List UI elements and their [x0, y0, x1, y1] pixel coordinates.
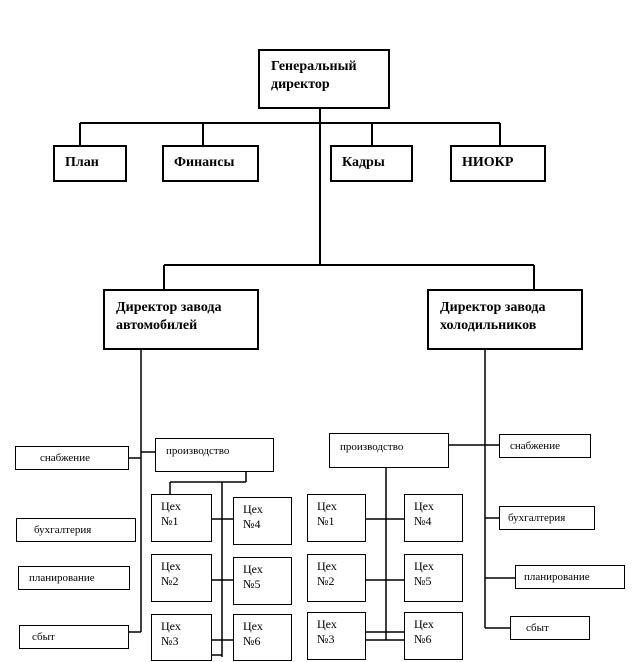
workshop-label: Цех №1 — [317, 499, 337, 528]
right-workshop-4: Цех №4 — [404, 494, 463, 542]
right-workshop-5: Цех №5 — [404, 554, 463, 602]
workshop-label: Цех №4 — [414, 499, 434, 528]
side-unit-label: снабжение — [510, 440, 560, 452]
left-workshop-2: Цех №2 — [151, 554, 212, 602]
right-workshop-6: Цех №6 — [404, 612, 463, 660]
side-unit-label: планирование — [29, 572, 95, 584]
left-workshop-4: Цех №4 — [233, 497, 292, 545]
department-rnd-box: НИОКР — [450, 145, 546, 182]
right-workshop-3: Цех №3 — [307, 612, 366, 660]
left-workshop-6: Цех №6 — [233, 614, 292, 661]
left-sales-box: сбыт — [19, 625, 129, 649]
right-sales-box: сбыт — [510, 616, 590, 640]
fridge-plant-director-label: Директор завода холодильников — [440, 300, 546, 333]
department-label: План — [65, 155, 99, 170]
workshop-label: Цех №6 — [243, 619, 263, 648]
department-finance-box: Финансы — [162, 145, 259, 182]
workshop-label: Цех №5 — [414, 559, 434, 588]
left-planning-box: планирование — [18, 566, 130, 590]
department-label: Финансы — [174, 155, 235, 170]
workshop-label: Цех №4 — [243, 502, 263, 531]
workshop-label: Цех №2 — [161, 559, 181, 588]
fridge-plant-director-box: Директор завода холодильников — [427, 289, 583, 350]
auto-plant-director-box: Директор завода автомобилей — [103, 289, 259, 350]
side-unit-label: бухгалтерия — [508, 512, 566, 524]
production-label: производство — [166, 445, 230, 457]
side-unit-label: бухгалтерия — [34, 524, 92, 536]
workshop-label: Цех №1 — [161, 499, 181, 528]
left-supply-box: снабжение — [15, 446, 129, 470]
left-accounting-box: бухгалтерия — [16, 518, 136, 542]
right-workshop-1: Цех №1 — [307, 494, 366, 542]
department-hr-box: Кадры — [330, 145, 413, 182]
workshop-label: Цех №6 — [414, 617, 434, 646]
department-plan-box: План — [53, 145, 127, 182]
side-unit-label: сбыт — [32, 631, 55, 643]
right-production-box: производство — [329, 433, 449, 468]
side-unit-label: снабжение — [40, 452, 90, 464]
workshop-label: Цех №3 — [317, 617, 337, 646]
left-production-box: производство — [155, 438, 274, 472]
left-workshop-1: Цех №1 — [151, 494, 212, 542]
workshop-label: Цех №3 — [161, 619, 181, 648]
auto-plant-director-label: Директор завода автомобилей — [116, 300, 222, 333]
general-director-box: Генеральный директор — [258, 49, 390, 109]
department-label: НИОКР — [462, 155, 514, 170]
left-workshop-5: Цех №5 — [233, 557, 292, 605]
right-planning-box: планирование — [515, 565, 625, 589]
department-label: Кадры — [342, 155, 385, 170]
right-workshop-2: Цех №2 — [307, 554, 366, 602]
workshop-label: Цех №5 — [243, 562, 263, 591]
right-accounting-box: бухгалтерия — [499, 506, 595, 530]
side-unit-label: планирование — [524, 571, 590, 583]
right-supply-box: снабжение — [499, 434, 591, 458]
left-workshop-3: Цех №3 — [151, 614, 212, 661]
general-director-label: Генеральный директор — [271, 59, 357, 92]
workshop-label: Цех №2 — [317, 559, 337, 588]
side-unit-label: сбыт — [526, 622, 549, 634]
production-label: производство — [340, 441, 404, 453]
